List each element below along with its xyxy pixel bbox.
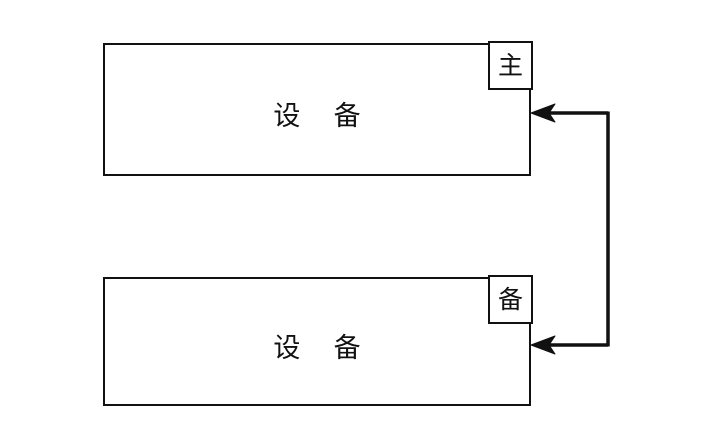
- arrowhead-to-backup: [530, 335, 556, 355]
- device-label-primary: 设 备: [273, 101, 367, 132]
- device-label-backup: 设 备: [273, 333, 367, 364]
- device-node-primary[interactable]: 设 备: [103, 43, 531, 176]
- role-tag-primary: 主: [488, 41, 533, 90]
- role-tag-backup-text: 备: [497, 285, 523, 314]
- arrowhead-to-primary: [530, 103, 556, 123]
- role-tag-primary-text: 主: [497, 51, 523, 80]
- role-tag-backup: 备: [488, 275, 533, 324]
- device-node-backup[interactable]: 设 备: [103, 277, 531, 406]
